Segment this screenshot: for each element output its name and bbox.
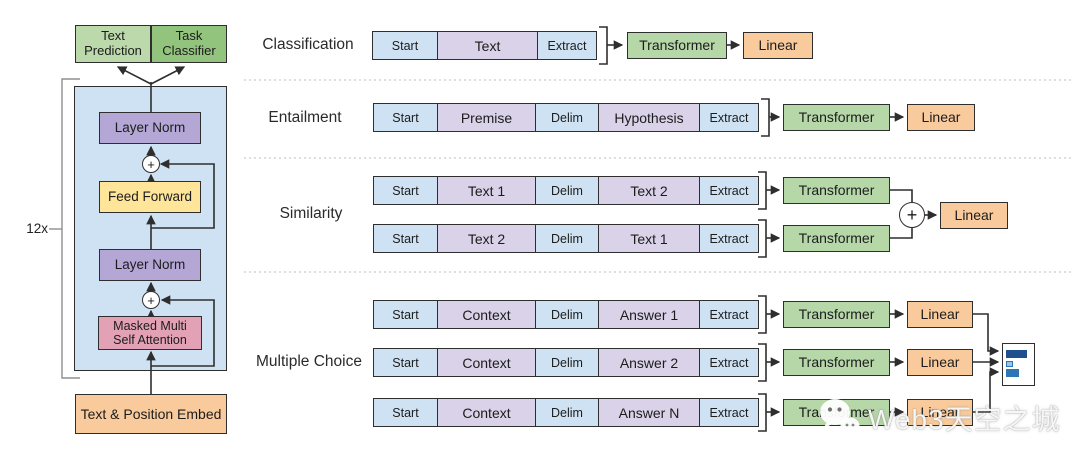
multiple-choice-input-bar-3: Start Context Delim Answer N Extract — [373, 398, 759, 427]
token-segment: Hypothesis — [598, 104, 699, 131]
token-segment: Answer 2 — [598, 349, 699, 376]
transformer-box: Transformer — [627, 32, 727, 59]
token-segment: Start — [374, 399, 437, 426]
token-segment: Start — [374, 301, 437, 328]
transformer-box: Transformer — [783, 349, 890, 376]
transformer-box: Transformer — [783, 225, 890, 252]
token-segment: Delim — [535, 399, 598, 426]
similarity-input-bar-2: Start Text 2 Delim Text 1 Extract — [373, 224, 759, 253]
masked-attention-box: Masked Multi Self Attention — [98, 316, 202, 350]
token-segment: Start — [374, 225, 437, 252]
token-segment: Text — [437, 32, 537, 59]
token-segment: Extract — [699, 225, 758, 252]
similarity-wires — [758, 171, 938, 258]
token-segment: Extract — [537, 32, 596, 59]
plus-icon: + — [899, 202, 925, 228]
entailment-input-bar: Start Premise Delim Hypothesis Extract — [373, 103, 759, 132]
multiple-choice-wires — [758, 295, 1000, 432]
token-segment: Text 1 — [437, 177, 535, 204]
text-position-embed-box: Text & Position Embed — [75, 394, 227, 434]
repeat-bracket — [49, 78, 80, 379]
entailment-label: Entailment — [268, 109, 342, 126]
classification-label: Classification — [262, 36, 354, 53]
masked-attention-line1: Masked Multi — [113, 318, 187, 333]
score-bar-3 — [1006, 369, 1019, 377]
transformer-box: Transformer — [783, 399, 890, 426]
repeat-count-label: 12x — [26, 221, 48, 236]
similarity-label: Similarity — [279, 205, 343, 222]
classification-wires — [599, 26, 741, 65]
layer-norm-bottom-box: Layer Norm — [99, 249, 201, 281]
multiple-choice-input-bar-1: Start Context Delim Answer 1 Extract — [373, 300, 759, 329]
token-segment: Context — [437, 399, 535, 426]
token-segment: Delim — [535, 104, 598, 131]
token-segment: Context — [437, 349, 535, 376]
feed-forward-box: Feed Forward — [99, 181, 201, 213]
left-diagram-wires — [116, 66, 215, 394]
linear-box: Linear — [940, 202, 1008, 229]
score-bar-1 — [1006, 350, 1027, 358]
section-separators — [244, 79, 1072, 273]
token-segment: Text 1 — [598, 225, 699, 252]
layer-norm-top-box: Layer Norm — [99, 112, 201, 144]
token-segment: Answer N — [598, 399, 699, 426]
token-segment: Delim — [535, 349, 598, 376]
text-prediction-box: Text Prediction — [75, 25, 151, 63]
plus-icon: + — [142, 155, 160, 173]
token-segment: Premise — [437, 104, 535, 131]
token-segment: Text 2 — [598, 177, 699, 204]
transformer-box: Transformer — [783, 104, 890, 131]
multiple-choice-input-bar-2: Start Context Delim Answer 2 Extract — [373, 348, 759, 377]
linear-box: Linear — [907, 349, 973, 376]
multiple-choice-label: Multiple Choice — [256, 353, 362, 370]
linear-box: Linear — [907, 301, 973, 328]
token-segment: Start — [374, 177, 437, 204]
linear-box: Linear — [907, 399, 973, 426]
token-segment: Context — [437, 301, 535, 328]
linear-box: Linear — [907, 104, 975, 131]
token-segment: Start — [374, 104, 437, 131]
masked-attention-line2: Self Attention — [113, 333, 187, 347]
token-segment: Delim — [535, 225, 598, 252]
token-segment: Delim — [535, 177, 598, 204]
token-segment: Delim — [535, 301, 598, 328]
token-segment: Text 2 — [437, 225, 535, 252]
token-segment: Extract — [699, 301, 758, 328]
score-bar-2 — [1006, 361, 1013, 367]
token-segment: Extract — [699, 177, 758, 204]
task-classifier-box: Task Classifier — [151, 25, 227, 63]
transformer-box: Transformer — [783, 177, 890, 204]
token-segment: Start — [374, 349, 437, 376]
token-segment: Start — [373, 32, 437, 59]
entailment-wires — [761, 98, 905, 137]
transformer-box: Transformer — [783, 301, 890, 328]
token-segment: Extract — [699, 104, 758, 131]
classification-input-bar: Start Text Extract — [372, 31, 597, 60]
linear-box: Linear — [743, 32, 813, 59]
token-segment: Extract — [699, 349, 758, 376]
similarity-input-bar-1: Start Text 1 Delim Text 2 Extract — [373, 176, 759, 205]
token-segment: Answer 1 — [598, 301, 699, 328]
token-segment: Extract — [699, 399, 758, 426]
answer-scores-chart — [1002, 343, 1035, 386]
plus-icon: + — [142, 291, 160, 309]
